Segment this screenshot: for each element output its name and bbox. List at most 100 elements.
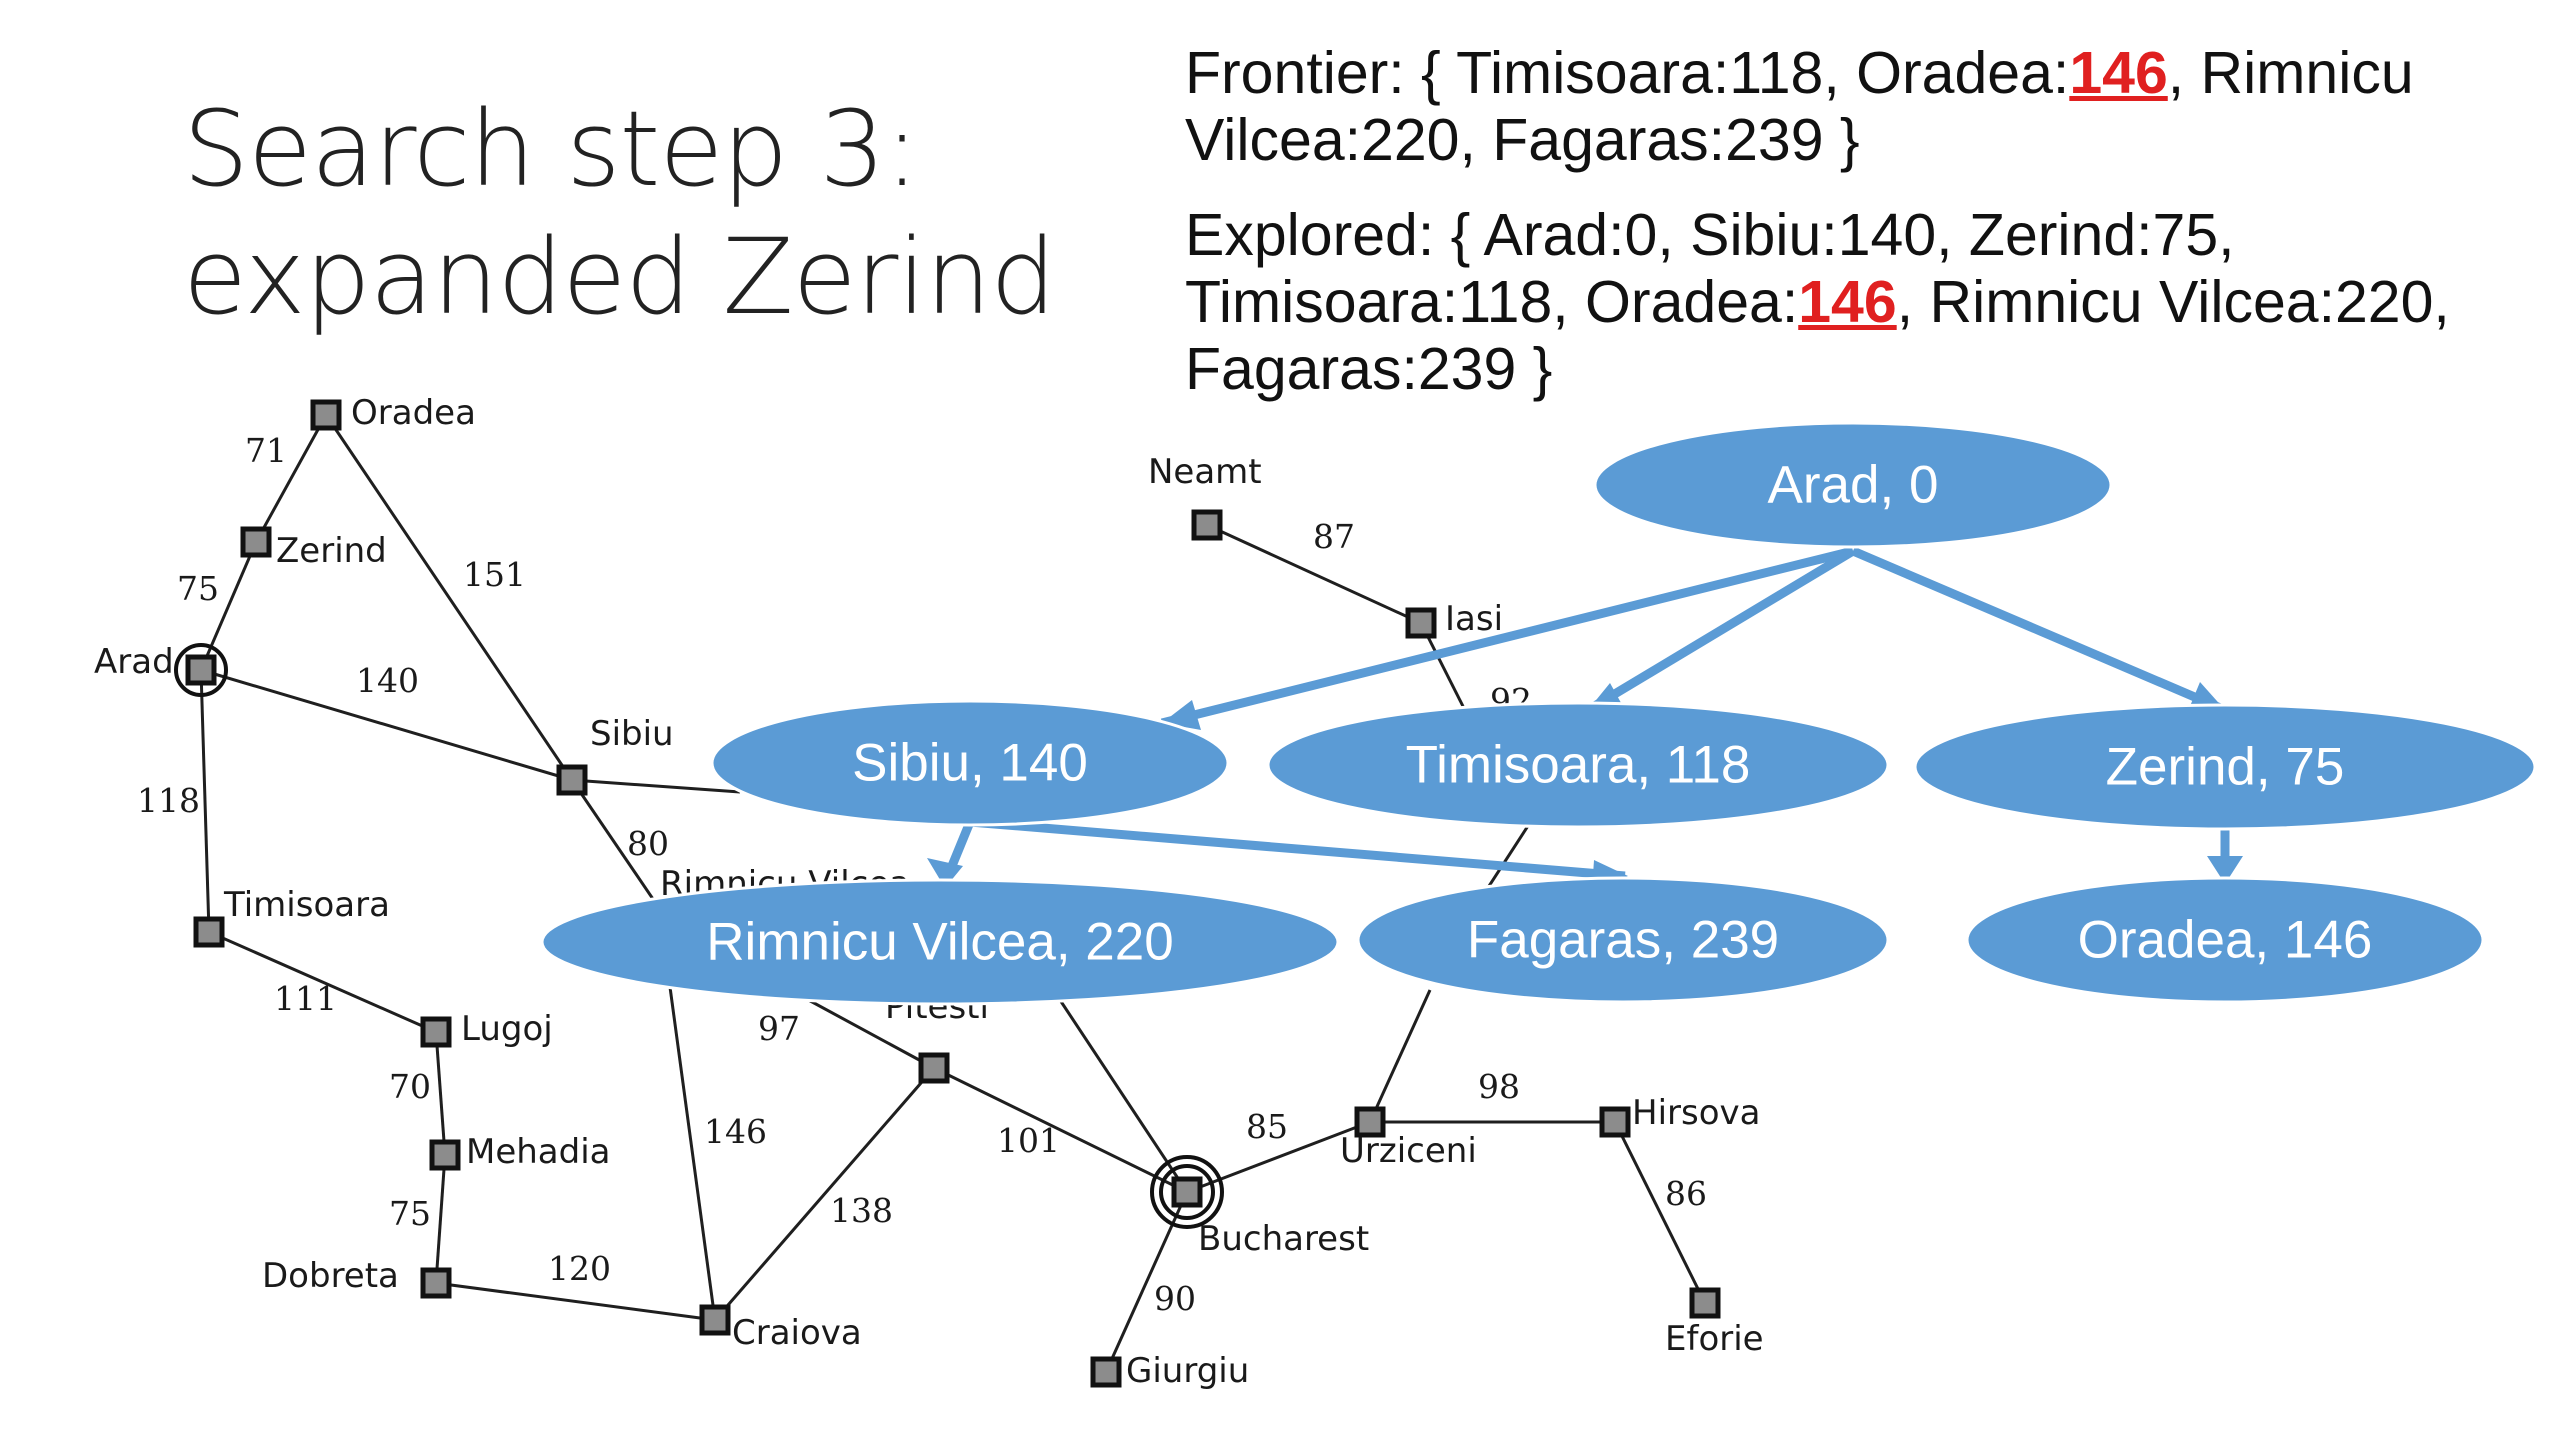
city-node-iasi <box>1405 607 1437 639</box>
distance-hirsova-eforie: 86 <box>1665 1174 1707 1213</box>
edge-bucharest-urziceni <box>1186 1120 1371 1194</box>
city-node-giurgiu <box>1090 1356 1122 1388</box>
city-label-craiova: Craiova <box>732 1313 862 1353</box>
city-node-zerind <box>240 526 272 558</box>
tree-node-sibiu <box>710 699 1230 827</box>
frontier-set: Frontier: { Timisoara:118, Oradea:146, R… <box>1185 40 2555 174</box>
explored-set: Explored: { Arad:0, Sibiu:140, Zerind:75… <box>1185 202 2555 403</box>
distance-bucharest-urziceni: 85 <box>1246 1107 1288 1146</box>
edge-bucharest-giurgiu <box>1104 1191 1189 1373</box>
tree-edge-arad-zerind <box>1851 546 2227 715</box>
tree-label-oradea: Oradea, 146 <box>2078 911 2373 970</box>
edge-oradea-zerind <box>254 414 328 543</box>
tree-label-arad: Arad, 0 <box>1768 456 1939 515</box>
explored-oradea-cost: 146 <box>1798 269 1897 335</box>
distance-neamt-iasi: 87 <box>1313 517 1355 556</box>
distance-rimnicu-pitesti: 97 <box>758 1009 800 1048</box>
distance-pitesti-bucharest: 101 <box>997 1121 1060 1160</box>
city-node-lugoj <box>420 1016 452 1048</box>
edge-sibiu-fagaras <box>571 778 741 794</box>
tree-label-zerind: Zerind, 75 <box>2106 738 2345 797</box>
distance-sibiu-rimnicu: 80 <box>627 824 669 863</box>
edge-oradea-sibiu <box>324 414 574 781</box>
tree-label-fagaras: Fagaras, 239 <box>1467 911 1779 970</box>
city-ring-arad <box>174 643 228 697</box>
distance-urziceni-hirsova: 98 <box>1478 1067 1520 1106</box>
distance-mehadia-dobreta: 75 <box>389 1194 431 1233</box>
edge-timisoara-lugoj <box>208 930 437 1034</box>
distance-oradea-sibiu: 151 <box>463 555 526 594</box>
tree-edge-arad-timisoara <box>1585 547 1856 714</box>
city-label-oradea: Oradea <box>351 393 476 433</box>
city-node-timisoara <box>193 916 225 948</box>
city-node-arad <box>185 654 217 686</box>
tree-label-sibiu: Sibiu, 140 <box>852 734 1088 793</box>
edge-mehadia-dobreta <box>434 1154 447 1284</box>
city-label-mehadia: Mehadia <box>466 1132 611 1172</box>
search-sets: Frontier: { Timisoara:118, Oradea:146, R… <box>1185 40 2555 431</box>
city-label-dobreta: Dobreta <box>262 1256 399 1296</box>
slide-title-line-1: Search step 3: <box>183 88 920 210</box>
city-node-hirsova <box>1599 1106 1631 1138</box>
city-node-bucharest <box>1171 1176 1203 1208</box>
distance-timisoara-lugoj: 111 <box>274 979 337 1018</box>
distance-oradea-zerind: 71 <box>245 431 287 470</box>
edge-arad-timisoara <box>199 669 211 933</box>
tree-label-rimnicu: Rimnicu Vilcea, 220 <box>706 913 1173 972</box>
distance-arad-timisoara: 118 <box>137 781 200 820</box>
edge-lugoj-mehadia <box>434 1031 447 1156</box>
city-label-timisoara: Timisoara <box>223 885 390 925</box>
city-label-lugoj: Lugoj <box>461 1009 553 1049</box>
city-label-arad: Arad <box>94 642 174 682</box>
explored-prefix: Explored: { Arad:0, Sibiu:140, Zerind:75… <box>1185 202 2235 335</box>
tree-label-timisoara: Timisoara, 118 <box>1406 736 1751 795</box>
frontier-oradea-cost: 146 <box>2069 40 2168 106</box>
distance-lugoj-mehadia: 70 <box>389 1067 431 1106</box>
distance-bucharest-giurgiu: 90 <box>1154 1279 1196 1318</box>
city-label-neamt: Neamt <box>1148 452 1262 492</box>
distance-arad-sibiu: 140 <box>356 661 419 700</box>
tree-node-zerind <box>1913 703 2537 831</box>
edge-sibiu-rimnicu <box>570 779 657 903</box>
edge-dobreta-craiova <box>435 1281 716 1322</box>
edge-urziceni-vaslui <box>1368 989 1432 1123</box>
tree-node-arad <box>1593 421 2113 549</box>
distance-labels: 71 75 151 140 118 80 111 70 75 120 146 9… <box>137 431 1707 1318</box>
city-label-iasi: Iasi <box>1445 599 1503 639</box>
city-label-hirsova: Hirsova <box>1632 1093 1760 1133</box>
distance-dobreta-craiova: 120 <box>548 1249 611 1288</box>
edge-craiova-pitesti <box>713 1067 936 1321</box>
tree-edge-arad-sibiu <box>1160 546 1855 728</box>
city-node-craiova <box>699 1304 731 1336</box>
city-node-mehadia <box>429 1139 461 1171</box>
tree-node-timisoara <box>1266 701 1890 829</box>
city-label-zerind: Zerind <box>276 531 387 571</box>
city-label-bucharest: Bucharest <box>1198 1219 1369 1259</box>
city-node-dobreta <box>420 1267 452 1299</box>
city-ring-bucharest-outer <box>1150 1155 1224 1229</box>
edge-neamt-iasi <box>1206 523 1422 625</box>
city-node-eforie <box>1689 1287 1721 1319</box>
frontier-suffix: , Rimnicu Vilcea:220, Fagaras:239 } <box>1185 40 2414 173</box>
city-ring-bucharest-inner <box>1159 1164 1215 1220</box>
arrowhead-rimnicu <box>927 858 963 888</box>
tree-node-rimnicu <box>540 878 1340 1006</box>
city-node-neamt <box>1191 509 1223 541</box>
search-tree: Arad, 0 Sibiu, 140 Timisoara, 118 Zerind… <box>540 421 2537 1006</box>
city-label-giurgiu: Giurgiu <box>1126 1351 1249 1391</box>
tree-node-fagaras <box>1356 876 1890 1004</box>
distance-rimnicu-craiova: 146 <box>704 1112 767 1151</box>
city-node-pitesti <box>918 1052 950 1084</box>
edge-hirsova-eforie <box>1613 1121 1707 1304</box>
edge-arad-sibiu <box>200 668 573 782</box>
edge-rimnicu-pitesti <box>789 988 935 1070</box>
city-node-urziceni <box>1354 1106 1386 1138</box>
tree-edge-sibiu-fagaras <box>969 817 1626 881</box>
city-nodes <box>174 399 1721 1388</box>
city-node-sibiu <box>556 764 588 796</box>
slide-title-line-2: expanded Zerind <box>183 216 1056 338</box>
distance-zerind-arad: 75 <box>177 569 219 608</box>
arrowhead-oradea <box>2207 856 2243 884</box>
city-label-sibiu: Sibiu <box>590 714 674 754</box>
